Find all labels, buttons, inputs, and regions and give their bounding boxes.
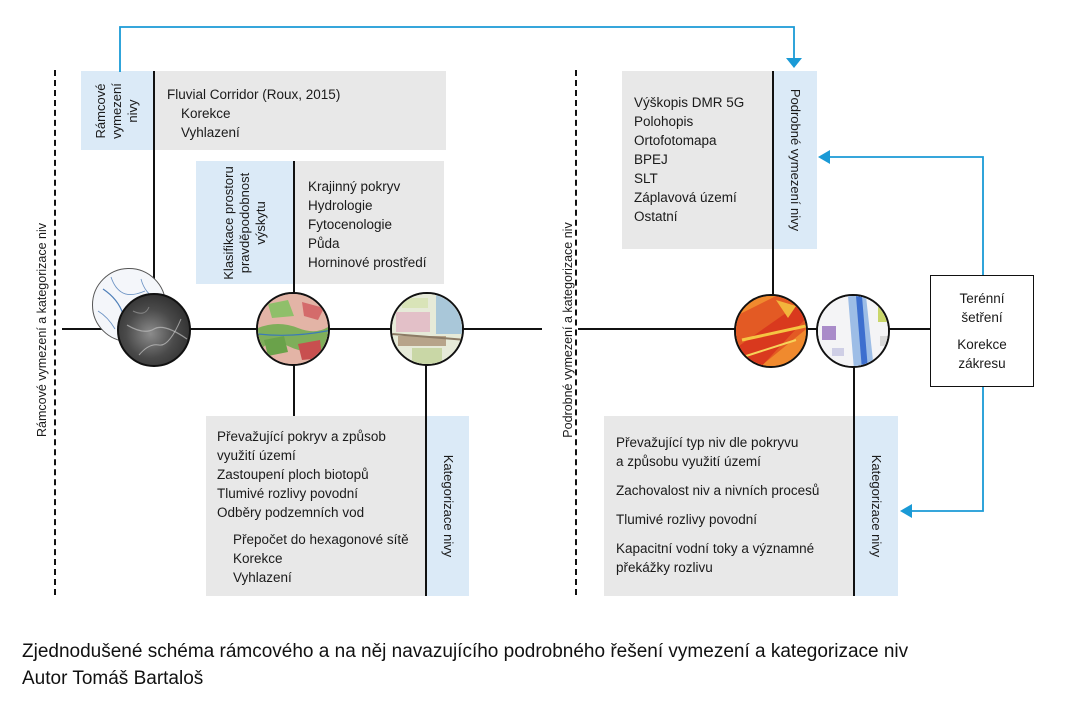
- right-dashed-axis: [575, 70, 577, 595]
- left-categorization-label-panel: Kategorizace nivy: [426, 416, 469, 596]
- right-cat-item: a způsobu využití území: [616, 454, 761, 469]
- frame-box-item: Korekce: [181, 106, 231, 121]
- left-categorization-connector: [425, 340, 427, 596]
- classification-item: Fytocenologie: [308, 217, 393, 232]
- classification-item: Hydrologie: [308, 198, 373, 213]
- right-categorization-connector: [853, 360, 855, 596]
- landcover-map-icon: [256, 292, 330, 366]
- heat-risk-map-icon: [734, 294, 808, 368]
- left-cat-item: Odběry podzemních vod: [217, 505, 365, 520]
- frame-box-title: Fluvial Corridor (Roux, 2015): [167, 87, 341, 102]
- detail-item: Polohopis: [634, 114, 694, 129]
- left-cat-item: Tlumivé rozlivy povodní: [217, 486, 359, 501]
- upper-right-arrow-head: [818, 150, 830, 164]
- field-survey-box: Terénní šetření Korekce zákresu: [930, 275, 1034, 387]
- frame-box-item: Vyhlazení: [181, 125, 240, 140]
- field-survey-line: Terénní: [959, 291, 1005, 306]
- detail-item: Výškopis DMR 5G: [634, 95, 745, 110]
- left-cat-subitem: Vyhlazení: [233, 570, 292, 585]
- frame-box-panel: Fluvial Corridor (Roux, 2015) Korekce Vy…: [153, 71, 446, 150]
- left-categorization-panel: Převažující pokryv a způsob využití územ…: [206, 416, 426, 596]
- right-categorization-list: Převažující typ niv dle pokryvu a způsob…: [616, 433, 819, 577]
- right-cat-item: Tlumivé rozlivy povodní: [616, 512, 758, 527]
- left-cat-item: Převažující pokryv a způsob: [217, 429, 386, 444]
- left-dashed-axis: [54, 70, 56, 595]
- right-categorization-panel: Převažující typ niv dle pokryvu a způsob…: [604, 416, 854, 596]
- detail-item: BPEJ: [634, 152, 668, 167]
- lower-right-arrow-line: [910, 387, 984, 512]
- right-cat-item: překážky rozlivu: [616, 560, 713, 575]
- left-cat-item: Zastoupení ploch biotopů: [217, 467, 369, 482]
- detail-box-label-panel: Podrobné vymezení nivy: [773, 71, 817, 249]
- detail-item: Ortofotomapa: [634, 133, 717, 148]
- field-survey-line: šetření: [961, 310, 1003, 325]
- frame-box-label-panel: Rámcové vymezení nivy: [81, 71, 153, 150]
- right-cat-item: Zachovalost niv a nivních procesů: [616, 483, 820, 498]
- classification-list: Krajinný pokryv Hydrologie Fytocenologie…: [308, 177, 427, 272]
- detail-item: Záplavová území: [634, 190, 737, 205]
- detail-box-connector: [772, 71, 774, 297]
- caption-author: Autor Tomáš Bartaloš: [22, 668, 204, 689]
- right-categorization-label-panel: Kategorizace nivy: [854, 416, 898, 596]
- detail-item: SLT: [634, 171, 658, 186]
- left-landcover-connector: [293, 362, 295, 416]
- field-survey-line: zákresu: [958, 356, 1006, 371]
- classification-item: Krajinný pokryv: [308, 179, 401, 194]
- elevation-relief-map-icon: [117, 293, 191, 367]
- landuse-map-icon: [390, 292, 464, 366]
- frame-box-content: Fluvial Corridor (Roux, 2015) Korekce Vy…: [167, 85, 340, 142]
- classification-item: Horninové prostředí: [308, 255, 427, 270]
- top-arrow-head: [786, 58, 802, 68]
- upper-right-arrow-line: [828, 156, 984, 275]
- left-categorization-list: Převažující pokryv a způsob využití územ…: [217, 427, 409, 587]
- top-arrow-line: [119, 26, 795, 72]
- floodplain-map-icon: [816, 294, 890, 368]
- left-cat-item: využití území: [217, 448, 296, 463]
- detail-item: Ostatní: [634, 209, 678, 224]
- detail-box-list: Výškopis DMR 5G Polohopis Ortofotomapa B…: [634, 93, 744, 226]
- classification-label-panel: Klasifikace prostoru pravděpodobnost výs…: [196, 161, 294, 284]
- left-cat-subitem: Přepočet do hexagonové sítě: [233, 532, 409, 547]
- frame-box-connector: [153, 71, 155, 281]
- detail-box-panel: Výškopis DMR 5G Polohopis Ortofotomapa B…: [622, 71, 773, 249]
- classification-item: Půda: [308, 236, 340, 251]
- right-cat-item: Převažující typ niv dle pokryvu: [616, 435, 799, 450]
- classification-connector: [293, 161, 295, 295]
- right-cat-item: Kapacitní vodní toky a významné: [616, 541, 815, 556]
- caption-title: Zjednodušené schéma rámcového a na něj n…: [22, 641, 909, 662]
- lower-right-arrow-head: [900, 504, 912, 518]
- left-cat-subitem: Korekce: [233, 551, 283, 566]
- classification-panel: Krajinný pokryv Hydrologie Fytocenologie…: [294, 161, 444, 284]
- field-survey-line: Korekce: [957, 337, 1007, 352]
